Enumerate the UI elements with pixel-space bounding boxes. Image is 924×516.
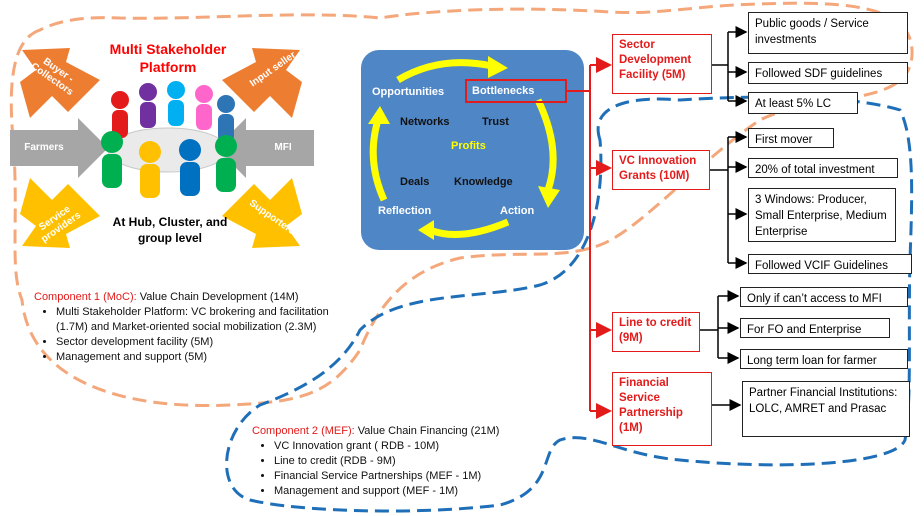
- arrow-input-seller: [222, 48, 302, 118]
- cycle-deals: Deals: [400, 176, 430, 188]
- component2-region: [225, 95, 914, 513]
- component2-head: Component 2 (MEF):: [252, 425, 355, 437]
- component2-title: Value Chain Financing (21M): [354, 425, 500, 437]
- component2-bullet: Line to credit (RDB - 9M): [274, 454, 552, 469]
- component1-head: Component 1 (MoC):: [34, 291, 137, 303]
- hub-label-line1: At Hub, Cluster, and: [112, 215, 228, 229]
- cycle-arrow-top: [396, 59, 493, 84]
- credit-item-2: For FO and Enterprise: [740, 318, 890, 338]
- facility-vci: VC Innovation Grants (10M): [612, 150, 710, 190]
- arrow-mfi: [216, 118, 314, 178]
- people-illustration: [101, 81, 237, 198]
- component2-bullet: VC Innovation grant ( RDB - 10M): [274, 439, 552, 454]
- vci-item-2: 20% of total investment: [748, 158, 898, 178]
- cycle-arrowhead-left: [368, 106, 390, 124]
- sdf-item-3: At least 5% LC: [748, 92, 858, 114]
- credit-item-1: Only if can’t access to MFI: [740, 287, 908, 307]
- component1-bullet: Management and support (5M): [56, 350, 354, 365]
- cycle-opportunities: Opportunities: [372, 86, 445, 98]
- component2-bullet: Management and support (MEF - 1M): [274, 484, 552, 499]
- hub-label: At Hub, Cluster, and group level: [110, 214, 230, 246]
- facility-sdf: Sector Development Facility (5M): [612, 34, 712, 94]
- component1-text: Component 1 (MoC): Value Chain Developme…: [34, 290, 354, 365]
- component2-bullet: Financial Service Partnerships (MEF - 1M…: [274, 469, 552, 484]
- platform-title-line1: Multi Stakeholder: [109, 41, 227, 57]
- component1-bullet: Multi Stakeholder Platform: VC brokering…: [56, 305, 354, 335]
- arrow-mfi-label: MFI: [274, 142, 292, 153]
- arrow-buyer: [20, 48, 100, 118]
- fsp-item-1: Partner Financial Institutions: LOLC, AM…: [742, 381, 910, 437]
- component2-heading: Component 2 (MEF): Value Chain Financing…: [252, 424, 552, 439]
- sdf-item-1: Public goods / Service investments: [748, 12, 908, 54]
- component1-list: Multi Stakeholder Platform: VC brokering…: [34, 305, 354, 365]
- platform-title: Multi Stakeholder Platform: [108, 40, 228, 76]
- sdf-item-2: Followed SDF guidelines: [748, 62, 908, 84]
- cycle-arrowhead-right: [538, 186, 560, 208]
- component1-bullet: Sector development facility (5M): [56, 335, 354, 350]
- vci-item-1: First mover: [748, 128, 834, 148]
- hub-label-line2: group level: [137, 231, 202, 245]
- vci-item-3: 3 Windows: Producer, Small Enterprise, M…: [748, 188, 896, 242]
- arrow-farmers-label: Farmers: [24, 142, 64, 153]
- component2-list: VC Innovation grant ( RDB - 10M) Line to…: [252, 439, 552, 499]
- cycle-arrowhead-bottom: [418, 220, 434, 240]
- component1-heading: Component 1 (MoC): Value Chain Developme…: [34, 290, 354, 305]
- cycle-arrowhead-top: [488, 56, 508, 78]
- cycle-reflection: Reflection: [378, 205, 432, 217]
- arrow-farmers: [10, 118, 108, 178]
- cycle-arrow-right: [534, 98, 557, 192]
- component1-region: [9, 1, 914, 408]
- cycle-arrow-left: [369, 118, 388, 202]
- cycle-action: Action: [500, 205, 535, 217]
- facility-fsp: Financial Service Partnership (1M): [612, 372, 712, 446]
- facility-credit: Line to credit (9M): [612, 312, 700, 352]
- cycle-arrow-bottom: [428, 218, 510, 238]
- component2-text: Component 2 (MEF): Value Chain Financing…: [252, 424, 552, 499]
- cycle-knowledge: Knowledge: [454, 176, 513, 188]
- cycle-profits: Profits: [451, 140, 486, 152]
- component1-title: Value Chain Development (14M): [136, 291, 299, 303]
- cycle-networks: Networks: [400, 116, 450, 128]
- cycle-bottlenecks: Bottlenecks: [472, 85, 535, 97]
- vci-item-4: Followed VCIF Guidelines: [748, 254, 912, 274]
- cycle-trust: Trust: [482, 116, 509, 128]
- platform-title-line2: Platform: [139, 59, 197, 75]
- credit-item-3: Long term loan for farmer: [740, 349, 908, 369]
- arrow-service-providers: [20, 178, 100, 248]
- arrow-supporters: [222, 178, 302, 248]
- cycle-background: [361, 50, 584, 250]
